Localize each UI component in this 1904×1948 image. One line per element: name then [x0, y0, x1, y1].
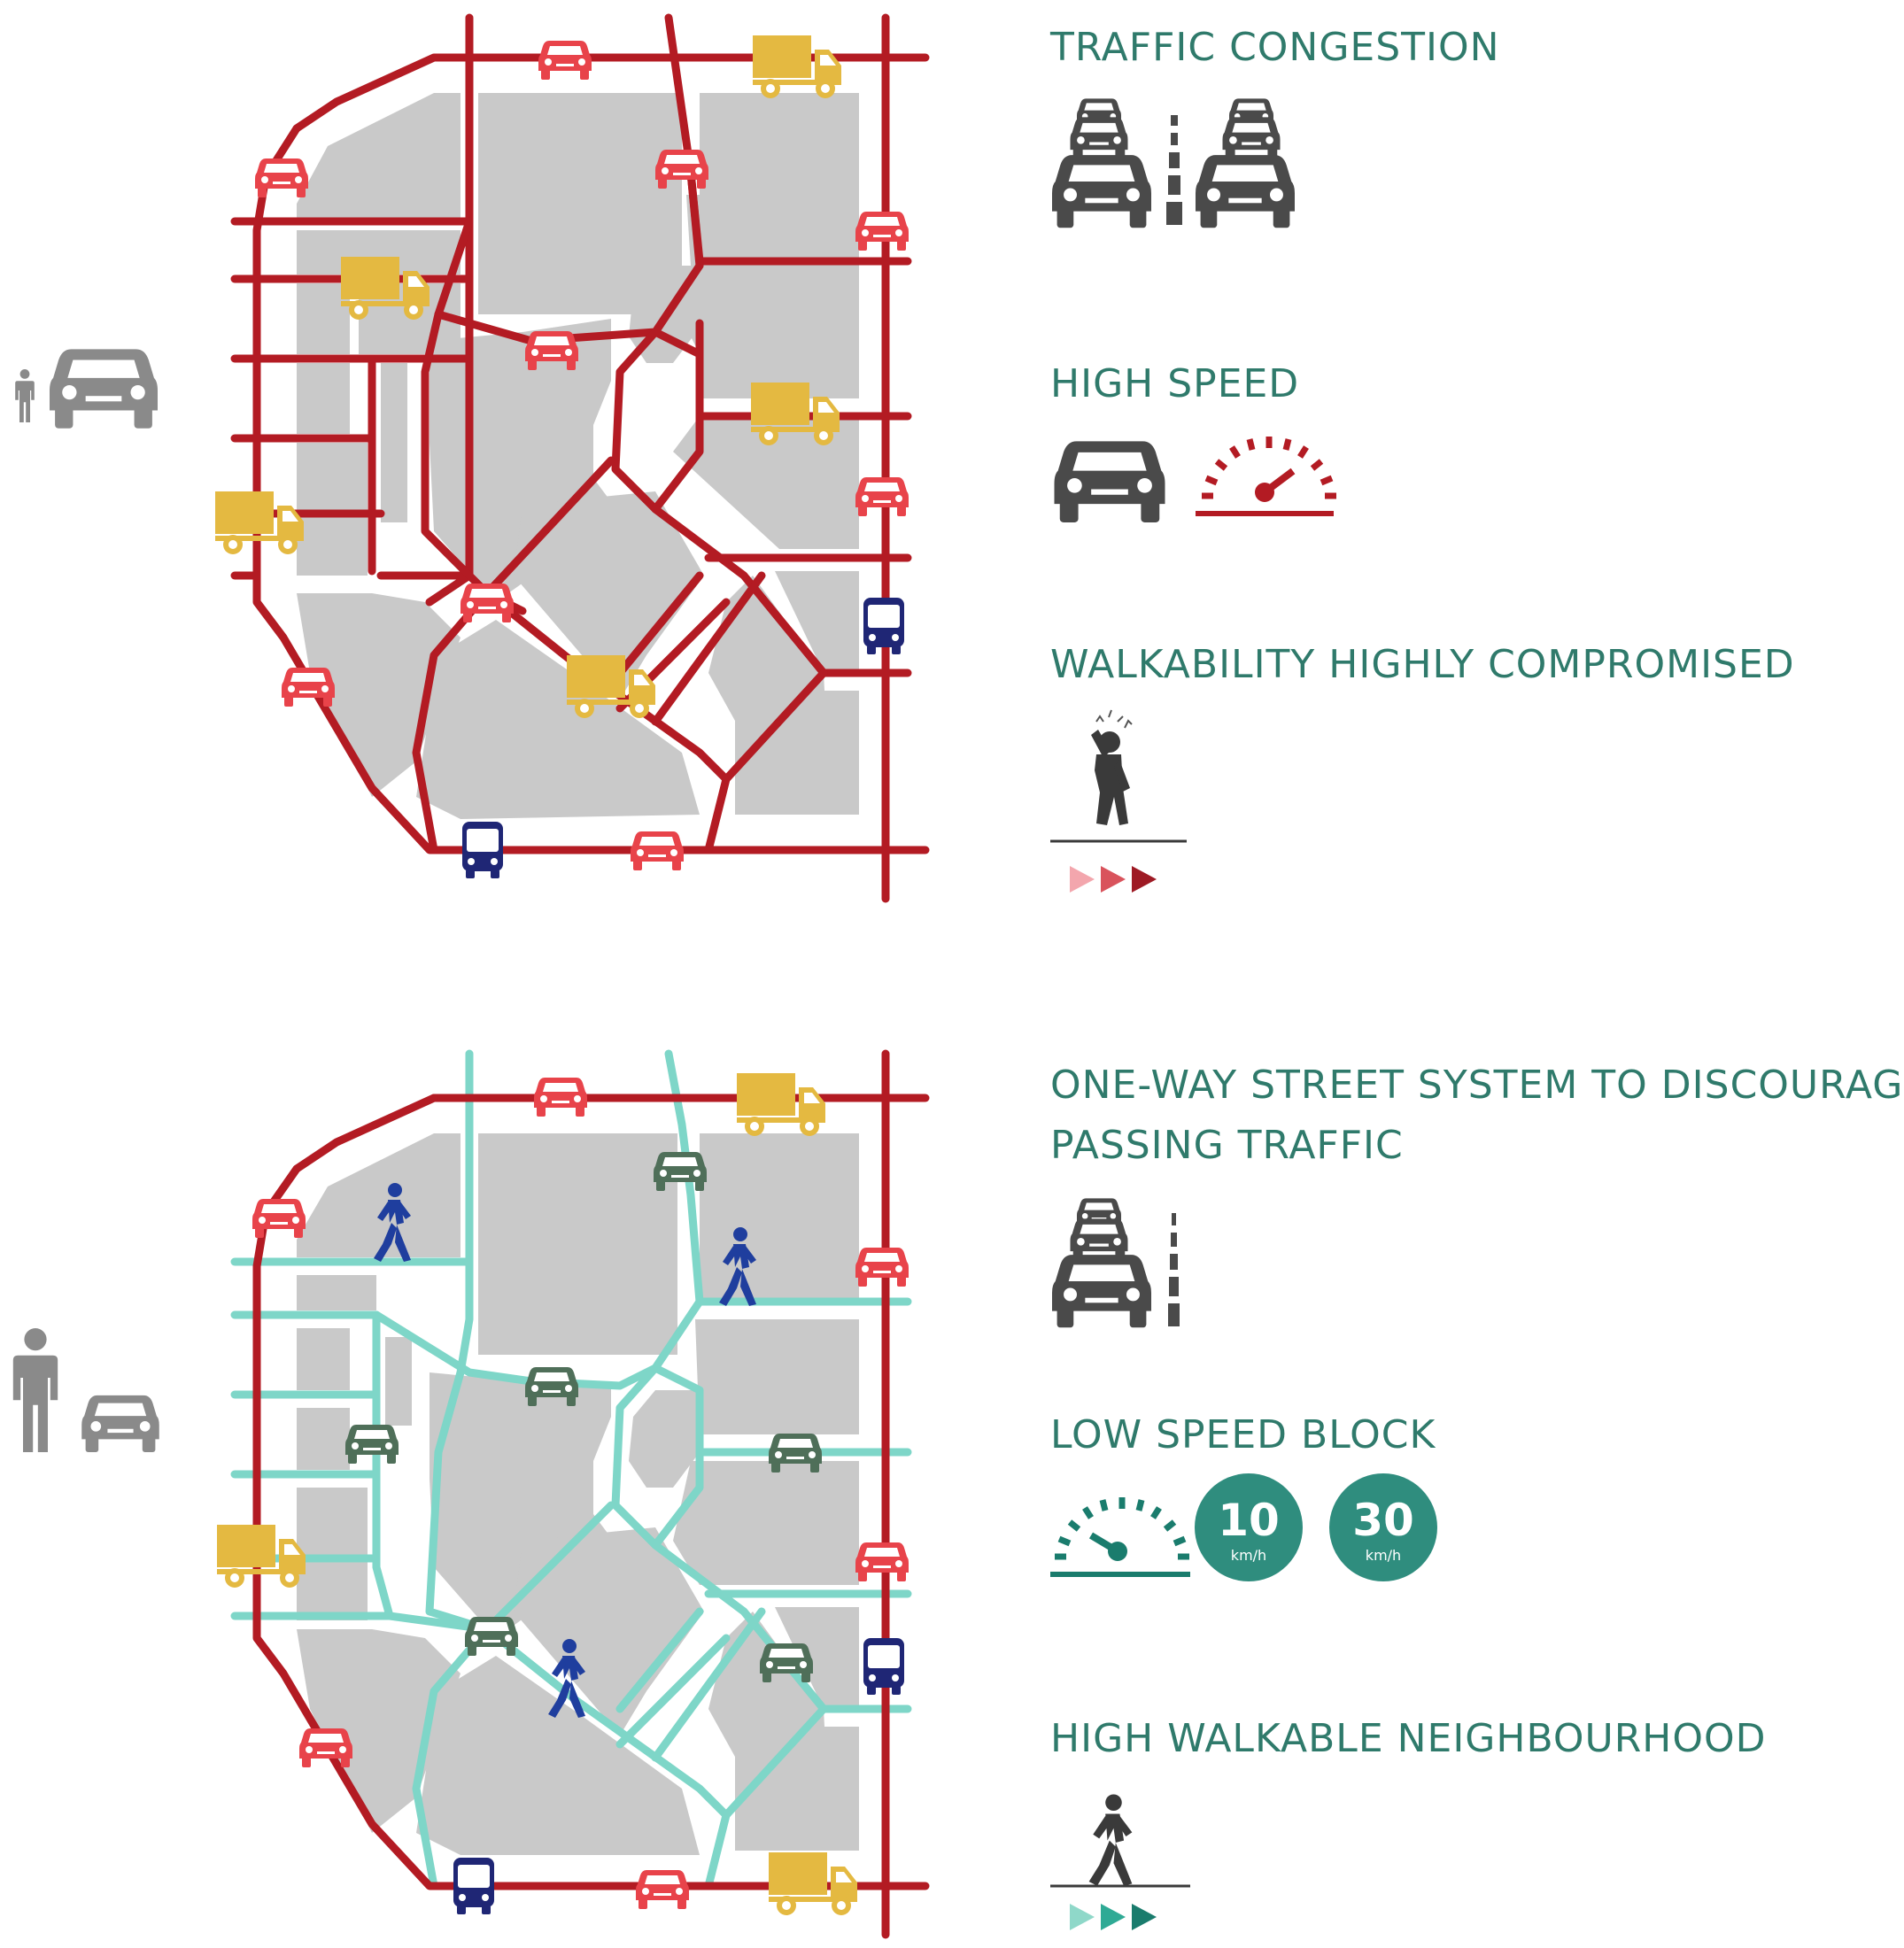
label-one-way-line1: ONE-WAY STREET SYSTEM TO DISCOURAGE — [1050, 1063, 1904, 1108]
label-walkability-compromised: WALKABILITY HIGHLY COMPROMISED — [1050, 642, 1795, 687]
speedometer-icon — [1050, 1497, 1190, 1577]
car-icon — [534, 1078, 587, 1117]
label-one-way-line2: PASSING TRAFFIC — [1050, 1123, 1404, 1168]
svg-text:km/h: km/h — [1366, 1547, 1401, 1564]
speedometer-icon — [1196, 437, 1336, 516]
car-icon — [255, 158, 308, 197]
car-icon — [299, 1728, 352, 1767]
car-icon — [345, 1425, 399, 1464]
svg-text:30: 30 — [1352, 1495, 1414, 1546]
truck-icon — [753, 35, 841, 98]
top-map — [215, 13, 930, 903]
label-traffic-congestion: TRAFFIC CONGESTION — [1049, 25, 1500, 70]
car-icon — [81, 1395, 159, 1452]
person-icon — [12, 1328, 58, 1452]
label-high-walkable: HIGH WALKABLE NEIGHBOURHOOD — [1050, 1716, 1767, 1761]
congestion-icon — [1052, 98, 1295, 228]
car-icon — [282, 668, 335, 707]
truck-icon — [217, 1525, 306, 1588]
car-icon — [538, 41, 592, 80]
speed-badge-10: 10 km/h — [1195, 1473, 1303, 1581]
car-icon — [461, 584, 514, 622]
top-ratio-legend — [15, 349, 158, 429]
bus-icon — [453, 1858, 494, 1914]
car-icon — [50, 349, 158, 429]
truck-icon — [769, 1852, 857, 1915]
car-icon — [252, 1199, 306, 1238]
stressed-pedestrian-icon — [1050, 709, 1187, 843]
bus-icon — [863, 598, 904, 654]
svg-text:km/h: km/h — [1231, 1547, 1266, 1564]
one-lane-icon — [1052, 1198, 1180, 1328]
svg-text:10: 10 — [1218, 1495, 1280, 1546]
label-low-speed-block: LOW SPEED BLOCK — [1050, 1412, 1436, 1457]
car-icon — [636, 1870, 689, 1909]
walking-pedestrian-icon — [1050, 1794, 1190, 1888]
bus-icon — [863, 1638, 904, 1695]
direction-arrows-icon — [1070, 1904, 1157, 1930]
car-icon — [1054, 441, 1165, 522]
bus-icon — [462, 822, 503, 878]
direction-arrows-icon — [1070, 866, 1157, 893]
car-icon — [654, 1152, 707, 1191]
speed-badge-30: 30 km/h — [1329, 1473, 1437, 1581]
label-high-speed: HIGH SPEED — [1050, 361, 1299, 406]
car-icon — [465, 1617, 518, 1656]
person-icon — [15, 369, 35, 422]
car-icon — [631, 831, 684, 870]
bottom-ratio-legend — [12, 1328, 159, 1452]
bottom-map — [217, 1049, 930, 1939]
truck-icon — [737, 1073, 825, 1136]
bottom-map-blocks — [297, 1133, 859, 1855]
